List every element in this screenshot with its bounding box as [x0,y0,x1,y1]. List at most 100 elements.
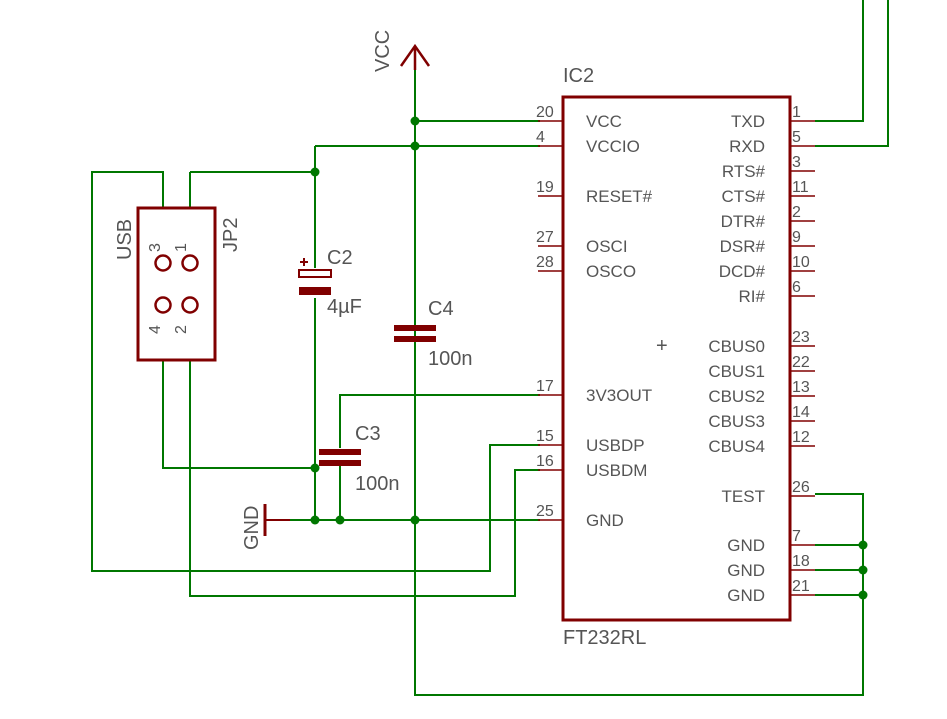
ic2-pin-number: 21 [792,578,810,595]
wire-txd [815,0,864,122]
ic2-pin-number: 12 [792,429,810,446]
wire-c4-bottom [414,340,864,696]
gnd-label: GND [241,506,263,550]
ic2-pin-right: 6RI# [739,279,815,306]
ic2-pin-number: 22 [792,354,810,371]
ic2-pin-label: 3V3OUT [586,386,652,405]
ic2-pin-number: 7 [792,528,801,545]
junction-dot [310,515,320,525]
ic2-pin-left: 27 OSCI [536,229,628,256]
ic2-pin-number: 9 [792,229,801,246]
ic2-pin-number: 23 [792,329,810,346]
ic2-pin-number: 16 [536,453,554,470]
ic2-pin-label: DCD# [719,262,766,281]
ic2-pin-number: 26 [792,479,810,496]
capacitor-c2: C2 4µF [298,247,362,318]
ic2-value: FT232RL [563,627,646,649]
ic2-pin-label: VCCIO [586,137,640,156]
ic2-pin-number: 28 [536,254,554,271]
ic2-pin-label: CTS# [722,187,766,206]
ic2-pin-label: CBUS4 [708,437,765,456]
ic2-pin-label: GND [727,561,765,580]
usb-connector-jp2: 3 1 4 2 USB JP2 [114,206,242,362]
ic2-pin-label: USBDM [586,461,647,480]
c3-value: 100n [355,473,400,495]
junction-dot [310,167,320,177]
wire-usb-gnd [162,360,315,469]
junction-dot [335,515,345,525]
junction-dot [410,141,420,151]
ic2-pin-label: OSCO [586,262,636,281]
vcc-label: VCC [372,30,394,72]
ic2-pin-number: 2 [792,204,801,221]
c4-value: 100n [428,348,473,370]
ic2-pin-right: 2 DTR# [721,204,815,231]
wires [91,0,889,696]
junction-dot [858,590,868,600]
ic2-pin-label: CBUS0 [708,337,765,356]
ic2-pin-label: OSCI [586,237,628,256]
ic2-pin-number: 6 [792,279,801,296]
ic2-pin-number: 1 [792,104,801,121]
ic2-pin-label: RESET# [586,187,653,206]
ic2-pin-number: 27 [536,229,554,246]
junction-dot [858,540,868,550]
junction-dot [410,515,420,525]
ic2-origin-mark: + [656,335,668,357]
ic2-name: IC2 [563,65,594,87]
junction-dot [858,565,868,575]
ic2-pin-number: 19 [536,179,554,196]
ic2-pin-number: 17 [536,378,554,395]
wire-usb-vbus [189,171,315,208]
ic2-pin-right: 1 TXD [731,104,815,131]
wire-usb-dm [189,360,540,597]
ic2-pin-number: 14 [792,404,810,421]
ic2-pin-label: GND [727,586,765,605]
wire-usb-dp [91,171,540,572]
c2-name: C2 [327,247,353,269]
jp2-pin-1: 1 [173,243,190,252]
ic2-pin-right: 11 CTS# [722,179,815,206]
jp2-value: USB [114,219,136,260]
ic2-pin-number: 13 [792,379,810,396]
jp2-pin-4: 4 [147,325,164,334]
ic2-pin-right: 21 GND [727,578,815,605]
ic2-pin-right: 13 CBUS2 [708,379,815,406]
ic2-pin-right: 18 GND [727,553,815,580]
ic2-pin-number: 3 [792,154,801,171]
c4-name: C4 [428,298,454,320]
ic2-pin-number: 11 [792,179,809,196]
ic2-body [561,95,792,622]
c3-name: C3 [355,423,381,445]
ic2-pin-label: CBUS2 [708,387,765,406]
ic2-pin-label: CBUS1 [708,362,765,381]
jp2-pin-2: 2 [173,325,190,334]
ic2-pin-number: 18 [792,553,810,570]
ic2-pin-number: 20 [536,104,554,121]
ic2-pin-right: 22 CBUS1 [708,354,815,381]
ic2-pin-label: TXD [731,112,765,131]
ic2-pin-left: 28 OSCO [536,254,636,281]
jp2-body [136,206,217,362]
c2-value: 4µF [327,296,362,318]
ic2-pin-label: DTR# [721,212,766,231]
junction-dot [410,116,420,126]
wire-rxd [815,0,889,147]
capacitor-c4: C4 100n [394,298,473,370]
ic2-pin-label: GND [586,511,624,530]
ic2-pin-right: 23 CBUS0 [708,329,815,356]
ic2-pin-right: 12 CBUS4 [708,429,815,456]
